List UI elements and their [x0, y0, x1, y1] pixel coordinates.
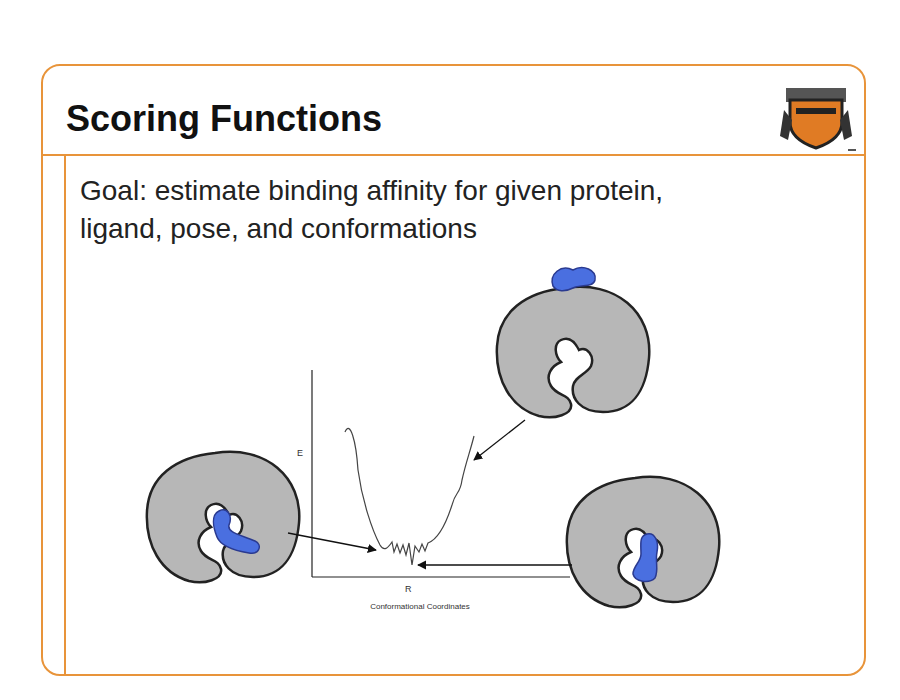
- protein-bound-b: [567, 477, 719, 607]
- logo-shield: [780, 88, 856, 150]
- title-rule: [42, 154, 865, 156]
- slide-title: Scoring Functions: [66, 98, 382, 140]
- pointer-arrow: [474, 420, 525, 460]
- pointer-arrow: [288, 533, 376, 550]
- slide-frame: [42, 65, 865, 675]
- axis-label: E: [297, 448, 311, 459]
- side-rule: [64, 155, 66, 675]
- protein-unbound: [497, 268, 649, 418]
- pointer-arrow: [418, 564, 572, 565]
- protein-bound-a: [147, 452, 299, 582]
- goal-text: Goal: estimate binding affinity for give…: [80, 172, 680, 248]
- axis-title: Conformational Coordinates: [340, 602, 500, 612]
- axis-label: R: [405, 584, 421, 595]
